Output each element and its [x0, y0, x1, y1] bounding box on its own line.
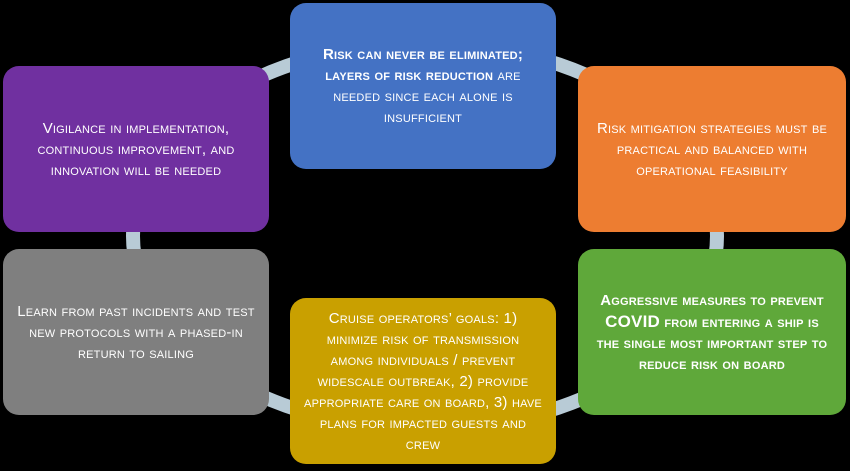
node-risk-mitigation: Risk mitigation strategies must be pract… — [578, 66, 846, 232]
node-text: Vigilance in implementation, continuous … — [37, 119, 235, 179]
node-cruise-operators-goals: Cruise operators’ goals: 1) minimize ris… — [290, 298, 556, 464]
node-text: Cruise operators’ goals: 1) minimize ris… — [304, 309, 542, 453]
node-text: Aggressive measures to prevent COVID fro… — [592, 290, 832, 375]
node-text-bold: layers of risk reduction — [325, 67, 494, 84]
node-text-part: from entering a ship is the single most … — [596, 313, 828, 373]
node-text: Risk can never be eliminated; layers of … — [304, 44, 542, 128]
node-learn-from-past: Learn from past incidents and test new p… — [3, 249, 269, 415]
node-text-covid: COVID — [605, 311, 660, 331]
node-text: Learn from past incidents and test new p… — [17, 302, 255, 362]
node-vigilance: Vigilance in implementation, continuous … — [3, 66, 269, 232]
node-text-rest: are needed since each alone is insuffici… — [333, 67, 521, 126]
node-text: Risk mitigation strategies must be pract… — [596, 119, 828, 179]
node-risk-never-eliminated: Risk can never be eliminated; layers of … — [290, 3, 556, 169]
node-text-bold: Risk can never be eliminated; — [322, 46, 524, 63]
node-text-part: Aggressive measures to prevent — [600, 291, 824, 309]
node-aggressive-measures: Aggressive measures to prevent COVID fro… — [578, 249, 846, 415]
